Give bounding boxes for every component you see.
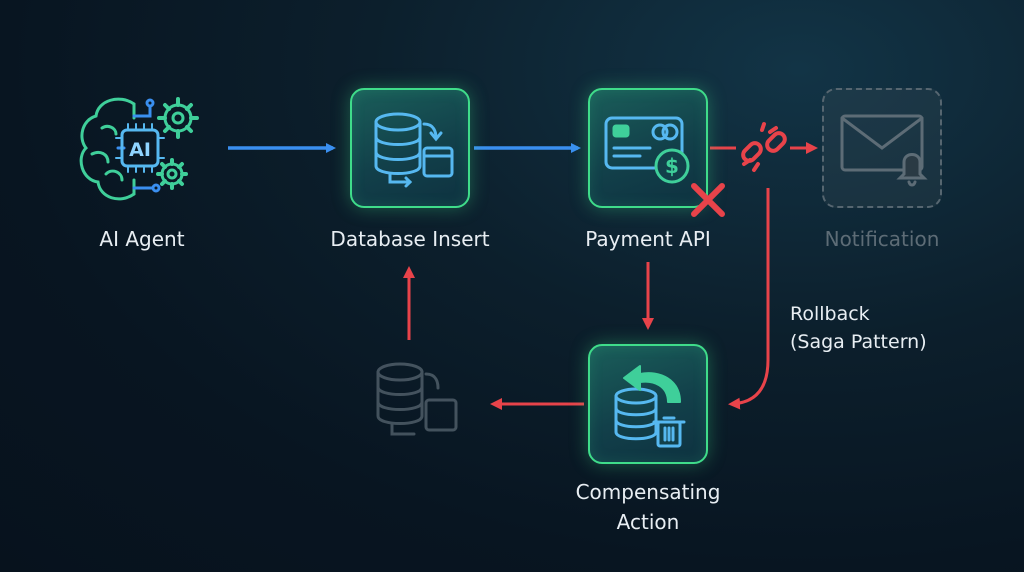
failure-x-icon	[691, 183, 725, 217]
database-faded-icon	[376, 362, 458, 436]
compensating-action-label-line1: Compensating	[575, 480, 721, 504]
database-undo-trash-icon	[614, 365, 686, 448]
ai-brain-gears-icon: AI	[79, 97, 199, 201]
rollback-annotation: Rollback (Saga Pattern)	[790, 300, 927, 356]
notification-label: Notification	[824, 227, 940, 251]
database-insert-node	[350, 88, 470, 208]
payment-api-node: $	[588, 88, 708, 208]
database-insert-icon	[374, 112, 454, 188]
database-insert-label: Database Insert	[330, 227, 490, 251]
compensating-action-node	[588, 344, 708, 464]
ai-chip-text: AI	[129, 139, 151, 161]
payment-card-icon: $	[604, 116, 690, 184]
compensating-action-label: Compensating Action	[548, 477, 748, 537]
rollback-annotation-line1: Rollback	[790, 303, 870, 325]
payment-api-label: Payment API	[585, 227, 711, 251]
compensating-action-label-line2: Action	[616, 510, 680, 534]
broken-link-icon	[741, 122, 787, 172]
arrow-rollback-curve	[728, 188, 770, 410]
rollback-annotation-line2: (Saga Pattern)	[790, 331, 927, 353]
notification-node	[822, 88, 942, 208]
svg-text:$: $	[665, 154, 679, 178]
envelope-bell-icon	[840, 114, 928, 187]
ai-agent-label: AI Agent	[99, 227, 185, 251]
